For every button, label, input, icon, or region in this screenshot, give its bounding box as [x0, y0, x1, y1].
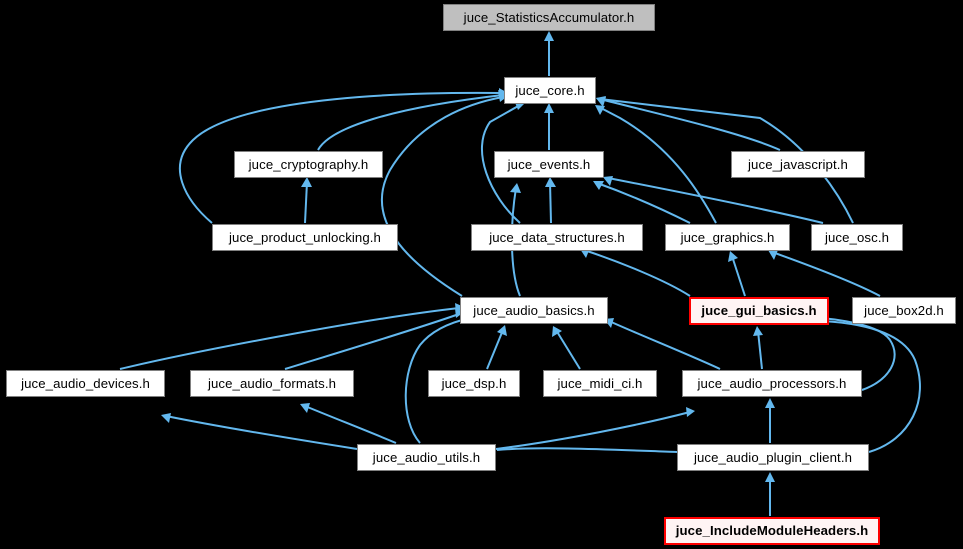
node-audio_basics[interactable]: juce_audio_basics.h	[460, 297, 608, 324]
node-audio_plugin_client[interactable]: juce_audio_plugin_client.h	[677, 444, 869, 471]
node-label-gui_basics: juce_gui_basics.h	[701, 303, 817, 319]
arrowhead-include-module-headers-to-plugin-client	[765, 472, 775, 482]
node-label-box2d: juce_box2d.h	[864, 302, 944, 318]
arrowhead-audio-utils-to-audio-formats	[300, 403, 310, 413]
edge-gui-basics-to-graphics	[731, 255, 746, 297]
node-audio_formats[interactable]: juce_audio_formats.h	[190, 370, 354, 397]
node-javascript[interactable]: juce_javascript.h	[731, 151, 865, 178]
edge-audio-basics-to-core	[381, 96, 504, 297]
edge-audio-utils-to-audio-basics-curve	[404, 317, 471, 444]
node-label-audio_processors: juce_audio_processors.h	[697, 375, 847, 391]
edge-audio-utils-to-audio-devices	[165, 415, 358, 450]
edge-product-unlocking-to-core-curve	[178, 91, 504, 224]
node-product_unlocking[interactable]: juce_product_unlocking.h	[212, 224, 398, 251]
node-label-core: juce_core.h	[515, 82, 585, 98]
arrowhead-audio-plugin-client-to-audio-processors	[765, 398, 775, 408]
node-label-midi_ci: juce_midi_ci.h	[557, 375, 643, 391]
arrowhead-audio-formats-to-audio-basics	[455, 308, 464, 318]
node-graphics[interactable]: juce_graphics.h	[665, 224, 790, 251]
node-label-cryptography: juce_cryptography.h	[248, 156, 369, 172]
edge-audio-plugin-client-to-audio-utils-area	[496, 447, 678, 453]
edge-graphics-to-events	[596, 182, 691, 224]
edge-audio-utils-to-audio-processors	[495, 411, 691, 450]
edge-data-structures-to-events	[549, 181, 552, 224]
node-label-graphics: juce_graphics.h	[680, 229, 775, 245]
node-include_module_headers[interactable]: juce_IncludeModuleHeaders.h	[664, 517, 880, 545]
arrowhead-dsp-to-audio-basics	[497, 325, 507, 336]
edge-audio-processors-to-gui-basics	[757, 330, 763, 370]
node-events[interactable]: juce_events.h	[494, 151, 604, 178]
arrowhead-product-unlocking-to-cryptography	[301, 177, 312, 187]
node-label-events: juce_events.h	[507, 156, 591, 172]
edge-audio-utils-to-audio-formats	[304, 405, 397, 444]
arrowhead-events-to-core	[544, 103, 554, 113]
node-core[interactable]: juce_core.h	[504, 77, 596, 104]
node-statistics_accumulator[interactable]: juce_StatisticsAccumulator.h	[443, 4, 655, 31]
arrowhead-audio-processors-to-gui-basics	[753, 326, 763, 336]
arrowhead-graphics-to-core	[595, 105, 605, 115]
node-label-audio_devices: juce_audio_devices.h	[21, 375, 150, 391]
arrowhead-osc-to-events	[603, 176, 613, 186]
node-box2d[interactable]: juce_box2d.h	[852, 297, 956, 324]
arrowhead-audio-utils-to-audio-processors	[686, 407, 695, 417]
arrowhead-graphics-to-events	[593, 181, 604, 190]
edge-audio-processors-to-audio-basics	[608, 320, 721, 370]
node-audio_utils[interactable]: juce_audio_utils.h	[357, 444, 496, 471]
edge-box2d-to-graphics	[771, 251, 881, 297]
arrowhead-box2d-to-graphics	[768, 250, 778, 260]
edge-dsp-to-audio-basics	[486, 329, 504, 370]
node-osc[interactable]: juce_osc.h	[811, 224, 903, 251]
node-label-statistics_accumulator: juce_StatisticsAccumulator.h	[463, 9, 635, 25]
arrowhead-osc-to-core	[596, 97, 606, 107]
node-label-include_module_headers: juce_IncludeModuleHeaders.h	[675, 523, 869, 539]
node-dsp[interactable]: juce_dsp.h	[428, 370, 520, 397]
node-label-data_structures: juce_data_structures.h	[489, 229, 625, 245]
arrowhead-audio-basics-to-core	[498, 92, 508, 102]
edge-data-structures-to-core	[481, 104, 521, 224]
node-data_structures[interactable]: juce_data_structures.h	[471, 224, 643, 251]
arrowhead-gui-basics-to-graphics	[728, 251, 738, 262]
node-label-audio_plugin_client: juce_audio_plugin_client.h	[693, 449, 853, 465]
edge-gui-basics-to-data-structures	[583, 249, 691, 297]
node-label-audio_utils: juce_audio_utils.h	[372, 449, 481, 465]
node-midi_ci[interactable]: juce_midi_ci.h	[543, 370, 657, 397]
edge-graphics-to-core	[598, 106, 717, 224]
edge-product-unlocking-to-cryptography	[304, 181, 308, 224]
node-label-audio_formats: juce_audio_formats.h	[207, 375, 337, 391]
node-gui_basics[interactable]: juce_gui_basics.h	[689, 297, 829, 325]
arrowhead-data-structures-to-events	[545, 177, 556, 187]
edge-audio-formats-to-audio-basics	[284, 313, 460, 370]
node-label-osc: juce_osc.h	[824, 229, 890, 245]
arrowhead-audio-utils-to-audio-devices	[161, 413, 171, 423]
edge-javascript-to-core	[599, 98, 781, 151]
arrowhead-core-to-statistics	[544, 31, 554, 41]
node-label-javascript: juce_javascript.h	[748, 156, 848, 172]
node-cryptography[interactable]: juce_cryptography.h	[234, 151, 383, 178]
node-label-dsp: juce_dsp.h	[441, 375, 507, 391]
arrowhead-audio-basics-to-events	[510, 183, 521, 193]
node-audio_devices[interactable]: juce_audio_devices.h	[6, 370, 165, 397]
edge-cryptography-to-core	[317, 94, 504, 151]
edge-audio-plugin-client-to-gui-basics-curve	[789, 319, 921, 453]
node-label-product_unlocking: juce_product_unlocking.h	[229, 229, 381, 245]
edge-osc-to-events	[607, 177, 824, 224]
edge-midi-ci-to-audio-basics	[555, 329, 581, 370]
node-audio_processors[interactable]: juce_audio_processors.h	[682, 370, 862, 397]
node-label-audio_basics: juce_audio_basics.h	[473, 302, 595, 318]
arrowhead-midi-ci-to-audio-basics	[552, 326, 562, 337]
edge-audio-devices-to-audio-basics	[119, 307, 460, 370]
